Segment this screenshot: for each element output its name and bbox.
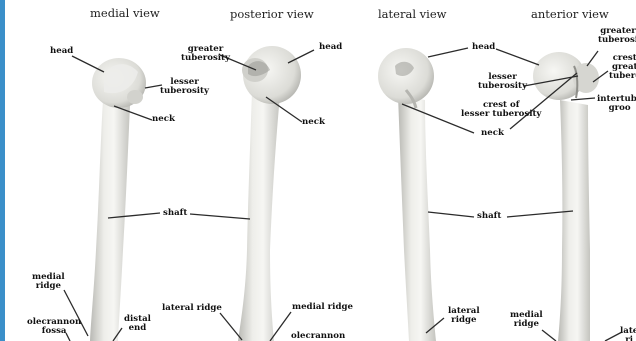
label-medial-shaft: shaft: [163, 209, 187, 218]
label-medial-head: head: [50, 47, 73, 56]
label-lateral-neck: neck: [481, 129, 504, 138]
label-medial-distal-end: distal end: [124, 315, 151, 333]
title-posterior-view: posterior view: [230, 7, 314, 21]
title-anterior-view: anterior view: [531, 7, 609, 21]
bone-anterior-view: [533, 52, 599, 341]
label-posterior-greater-tuberosity: greater tuberosity: [181, 45, 230, 63]
label-posterior-head: head: [319, 43, 342, 52]
label-anterior-medial-ridge: medial ridge: [510, 311, 543, 329]
label-medial-olecrannon-fossa: olecrannon fossa: [27, 318, 81, 336]
label-lateral-ridge: lateral ridge: [448, 307, 480, 325]
label-anterior-greater-tuberosity: greater tuberosi: [598, 27, 636, 45]
label-lateral-crest-lesser-tuberosity: crest of lesser tuberosity: [461, 101, 541, 119]
bone-posterior-view: [238, 46, 301, 341]
title-medial-view: medial view: [90, 6, 160, 20]
label-lateral-head: head: [472, 43, 495, 52]
label-anterior-lateral-ridge: late ri: [620, 327, 636, 341]
label-anterior-crest-greater-tubercle: crest great tuberc: [609, 54, 636, 81]
leader-lines: [64, 48, 622, 341]
label-posterior-olecrannon: olecrannon: [291, 332, 345, 341]
label-anterior-intertubercular-groove: intertube groo: [597, 95, 636, 113]
label-medial-neck: neck: [152, 115, 175, 124]
label-lateral-lesser-tuberosity: lesser tuberosity: [478, 73, 527, 91]
label-medial-ridge: medial ridge: [32, 273, 65, 291]
bone-lateral-view: [378, 48, 436, 341]
title-lateral-view: lateral view: [378, 7, 446, 21]
label-posterior-lateral-ridge: lateral ridge: [162, 304, 222, 313]
label-posterior-neck: neck: [302, 118, 325, 127]
bone-medial-view: [90, 58, 146, 341]
label-medial-lesser-tuberosity: lesser tuberosity: [160, 78, 209, 96]
label-lateral-shaft: shaft: [477, 212, 501, 221]
label-posterior-medial-ridge: medial ridge: [292, 303, 353, 312]
